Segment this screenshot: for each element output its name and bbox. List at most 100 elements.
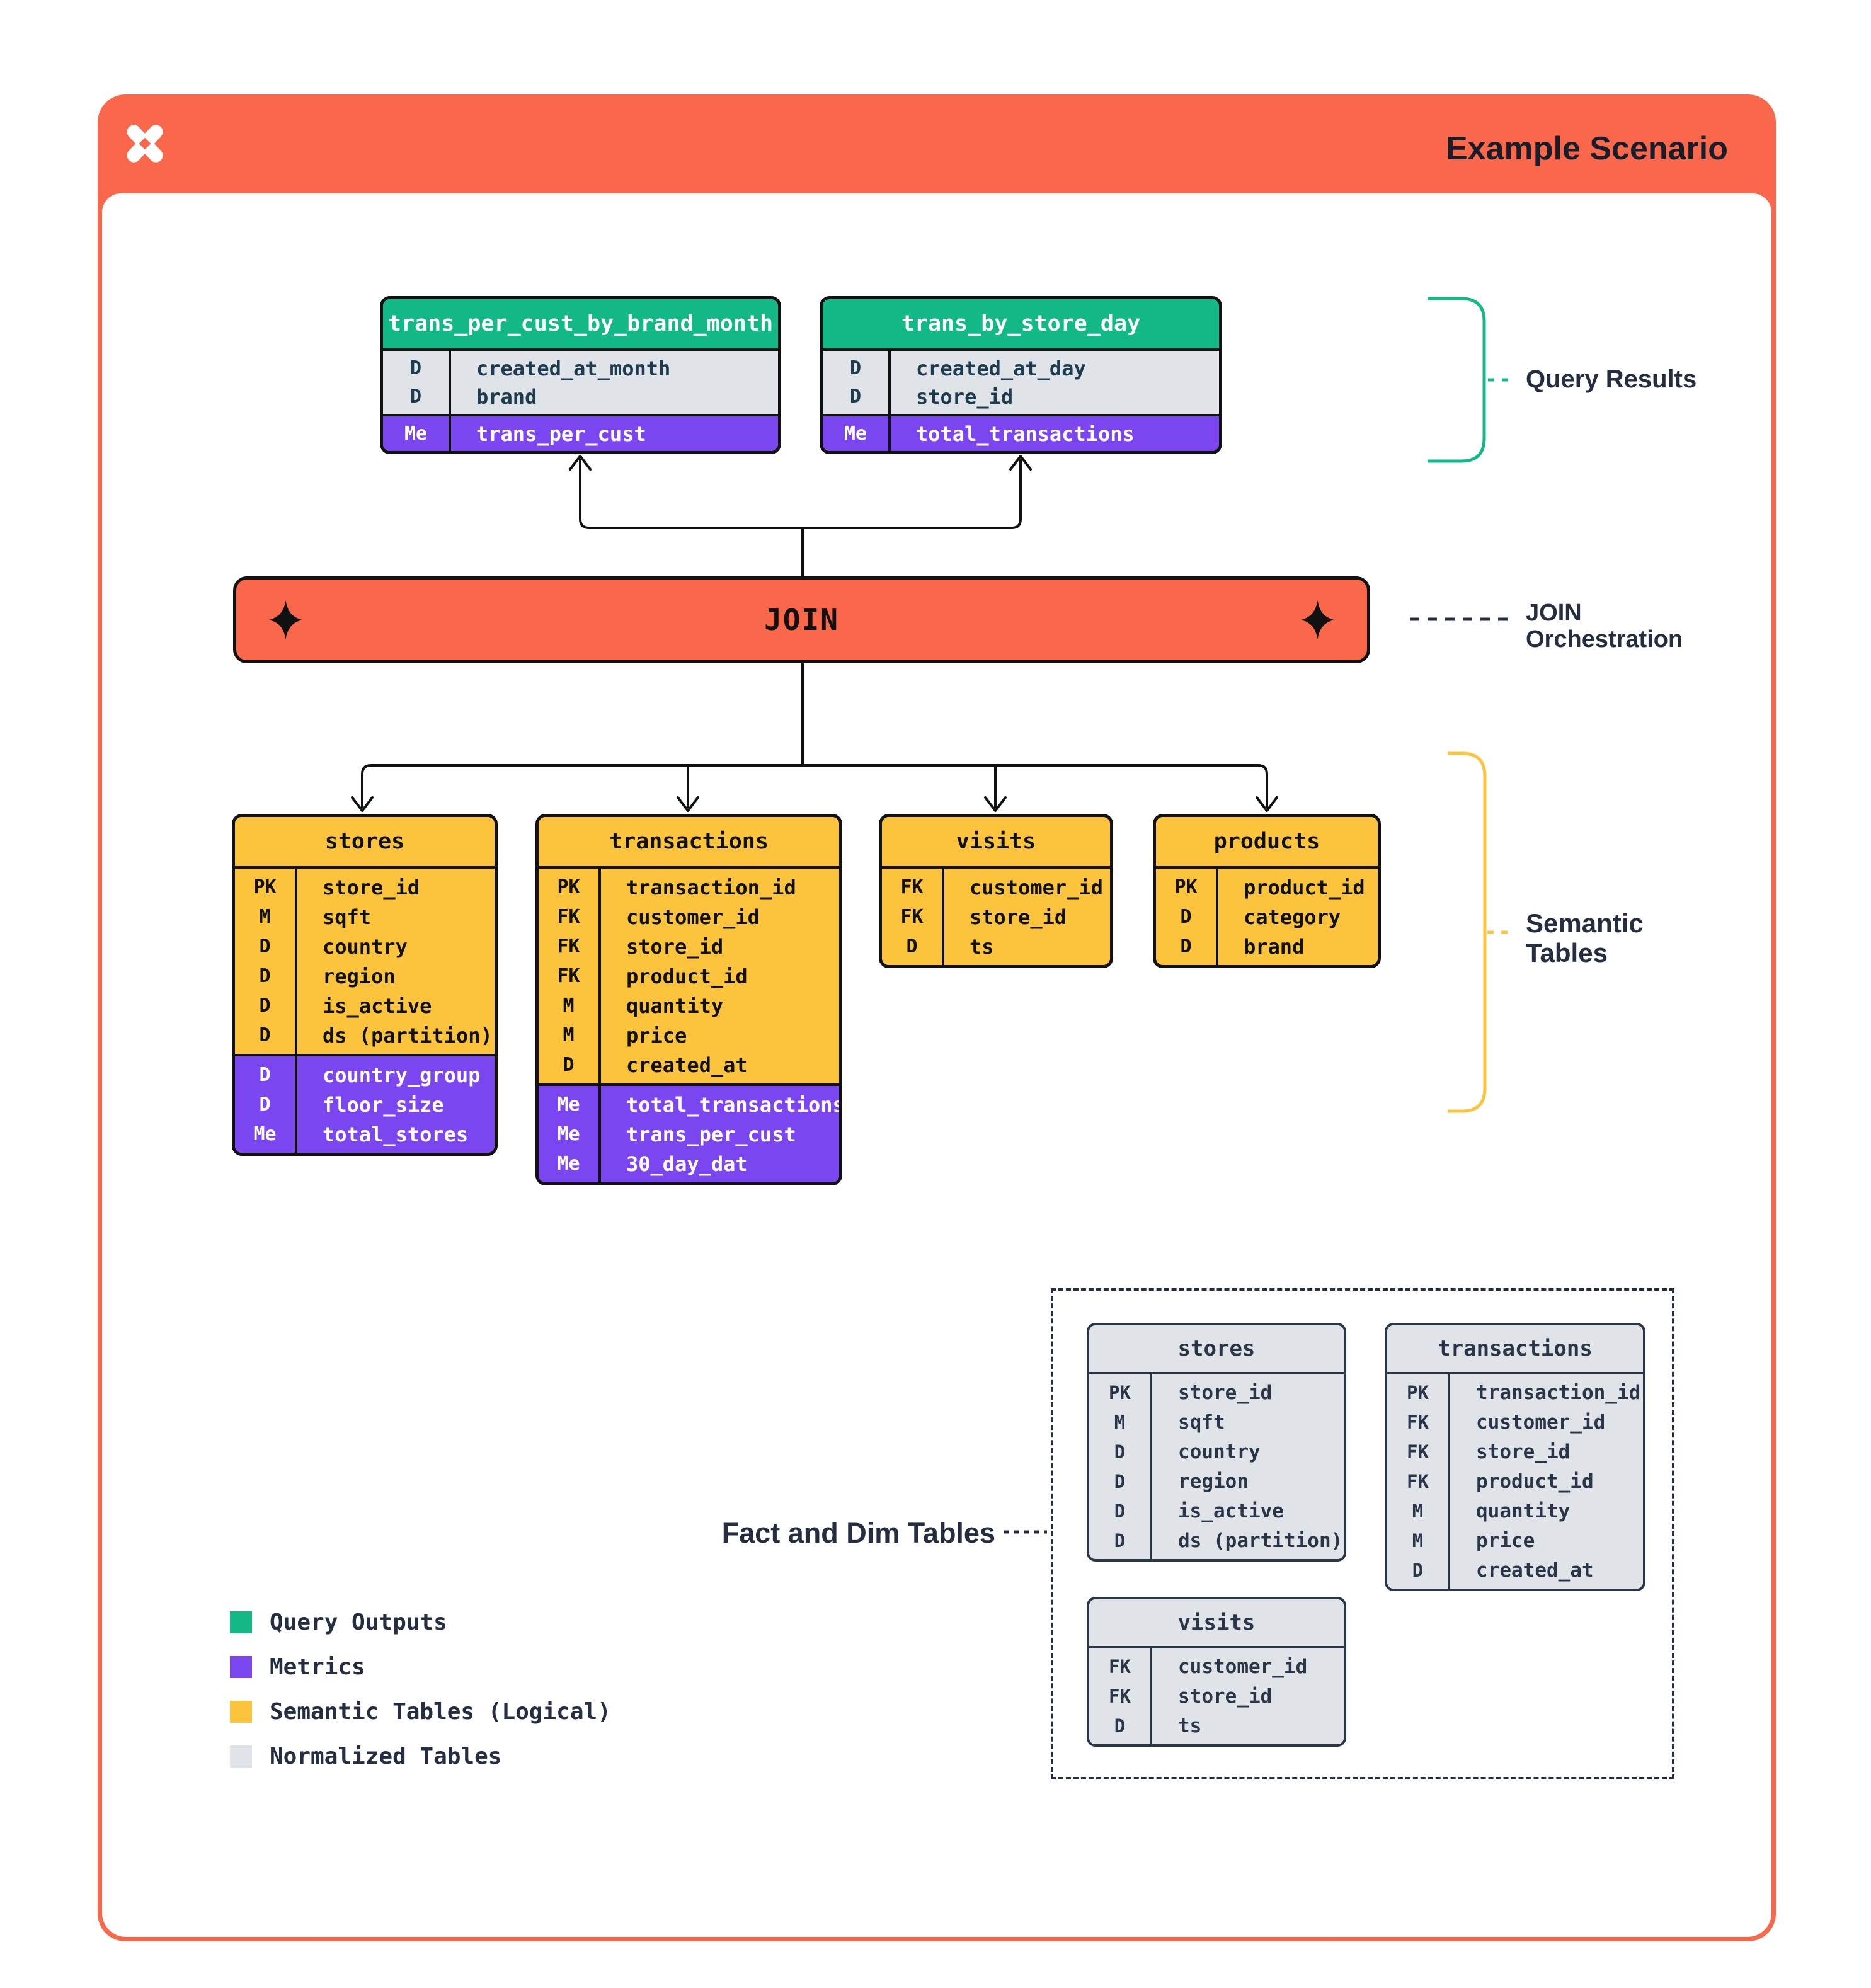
key-badge: Me — [844, 423, 867, 445]
key-badge: Me — [557, 1123, 580, 1145]
key-badge: D — [1114, 1529, 1126, 1551]
field-name: region — [323, 964, 396, 988]
key-badge: D — [1412, 1559, 1424, 1581]
key-badge: D — [1114, 1500, 1126, 1522]
table-row: FK product_id — [1387, 1466, 1643, 1496]
field-name: floor_size — [323, 1092, 444, 1117]
key-badge: FK — [557, 965, 580, 987]
key-badge: Me — [557, 1094, 580, 1116]
legend-label: Metrics — [270, 1654, 365, 1680]
semantic-tables-label: Semantic Tables — [1526, 908, 1644, 968]
field-name: ts — [1178, 1714, 1202, 1737]
field-name: product_id — [1476, 1470, 1594, 1493]
field-name: product_id — [1244, 875, 1365, 900]
key-badge: D — [849, 357, 862, 379]
table-title: trans_by_store_day — [823, 299, 1219, 351]
join-orchestration-label-line2: Orchestration — [1526, 626, 1683, 653]
field-name: trans_per_cust — [626, 1122, 796, 1146]
key-badge: PK — [1174, 876, 1198, 898]
field-name: total_stores — [323, 1122, 469, 1146]
legend-item-normalized-tables: Normalized Tables — [230, 1734, 611, 1779]
sparkle-diamond-icon — [1301, 600, 1334, 639]
key-badge: FK — [900, 876, 924, 898]
field-name: store_id — [1178, 1684, 1273, 1708]
key-badge: PK — [557, 876, 580, 898]
sparkle-diamond-icon — [269, 600, 302, 639]
field-name: customer_id — [1178, 1655, 1308, 1678]
legend-label: Normalized Tables — [270, 1744, 502, 1769]
key-badge: Me — [557, 1153, 580, 1175]
field-name: transaction_id — [626, 875, 796, 900]
field-name: store_id — [626, 934, 724, 959]
legend-label: Query Outputs — [270, 1609, 447, 1635]
key-badge: FK — [1407, 1470, 1429, 1492]
fact-dim-tables-label: Fact and Dim Tables — [721, 1517, 995, 1549]
field-name: sqft — [1178, 1410, 1225, 1434]
field-name: quantity — [1476, 1499, 1571, 1522]
table-title: transactions — [1387, 1325, 1643, 1374]
legend-item-metrics: Metrics — [230, 1645, 611, 1689]
table-row: FK store_id — [1089, 1681, 1344, 1711]
key-badge: PK — [1109, 1381, 1131, 1403]
field-name: brand — [476, 384, 537, 409]
key-badge: D — [849, 386, 862, 408]
join-orchestration-label-line1: JOIN — [1526, 600, 1582, 626]
field-name: total_transactions — [916, 421, 1135, 446]
field-name: brand — [1244, 934, 1305, 959]
key-badge: M — [563, 1024, 575, 1046]
field-name: store_id — [1476, 1440, 1571, 1463]
field-name: sqft — [323, 905, 372, 929]
field-name: customer_id — [970, 875, 1103, 900]
metrics-swatch-icon — [230, 1656, 252, 1678]
key-badge: FK — [900, 906, 924, 928]
field-name: ds (partition) — [323, 1023, 493, 1048]
key-badge: D — [1180, 906, 1192, 928]
field-name: store_id — [970, 905, 1067, 929]
field-name: product_id — [626, 964, 748, 988]
page-title: Example Scenario — [1446, 130, 1728, 167]
field-name: price — [1476, 1529, 1535, 1552]
key-badge: D — [409, 357, 422, 379]
key-badge: FK — [1407, 1411, 1429, 1433]
semantic-tables-label-line2: Tables — [1526, 938, 1608, 968]
field-name: region — [1178, 1470, 1249, 1493]
key-badge: M — [259, 906, 271, 928]
key-badge: FK — [1109, 1685, 1131, 1707]
key-badge: D — [259, 1024, 271, 1046]
key-badge: M — [1412, 1500, 1424, 1522]
field-name: country — [323, 934, 408, 959]
metrics-section: Me total_transactions — [823, 414, 1219, 451]
pinwheel-x-logo-icon — [120, 119, 169, 168]
fact-dim-tables-group — [1051, 1288, 1674, 1779]
key-badge: D — [1114, 1441, 1126, 1463]
key-badge: D — [1114, 1470, 1126, 1492]
